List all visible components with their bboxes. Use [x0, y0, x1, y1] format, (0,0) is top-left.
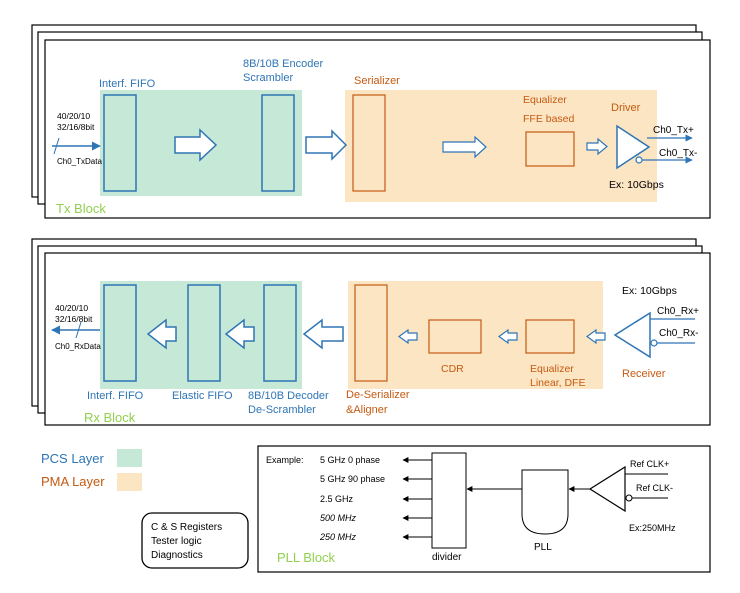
rx-output-bus-slash	[75, 321, 82, 339]
rx-interf-fifo-label: Interf. FIFO	[87, 390, 144, 402]
rx-receiver-label: Receiver	[622, 368, 666, 380]
rx-cdr-box	[428, 319, 482, 354]
tx-encoder-box	[261, 94, 295, 192]
pll-output-2-label: 5 GHz 90 phase	[320, 474, 385, 484]
tx-output-p-label: Ch0_Tx+	[653, 125, 694, 136]
tx-driver-triangle	[616, 124, 651, 170]
registers-box: C & S Registers Tester logic Diagnostics	[141, 512, 249, 569]
pll-box	[521, 469, 569, 535]
tx-serializer-label: Serializer	[354, 75, 400, 87]
rx-arrow-elastic-to-fifo	[146, 318, 177, 350]
tx-equalizer-label-1: Equalizer	[523, 94, 567, 106]
rx-arrow-decoder-to-elastic	[224, 318, 255, 350]
registers-line-3: Diagnostics	[151, 550, 203, 561]
refclk-rate-label: Ex:250MHz	[629, 523, 676, 533]
rx-decoder-label-1: 8B/10B Decoder	[248, 390, 329, 402]
rx-deserializer-label-2: &Aligner	[346, 404, 388, 416]
pll-example-label: Example:	[266, 455, 304, 465]
rx-interf-fifo-box	[103, 284, 137, 382]
rx-equalizer-label-2: Linear, DFE	[530, 377, 585, 389]
rx-receiver-triangle	[613, 311, 651, 359]
pll-output-3-label: 2.5 GHz	[320, 494, 354, 504]
tx-arrow-equalizer-to-driver	[586, 137, 608, 156]
pll-block-label: PLL Block	[277, 550, 336, 565]
rx-elastic-fifo-label: Elastic FIFO	[172, 390, 233, 402]
rx-rate-label: Ex: 10Gbps	[622, 285, 677, 297]
tx-input-bus-slash	[53, 137, 60, 155]
rx-input-n-label: Ch0_Rx-	[659, 328, 698, 339]
tx-arrow-fifo-to-encoder	[174, 128, 218, 162]
refclk-p-label: Ref CLK+	[630, 459, 669, 469]
legend: PCS Layer PMA Layer	[41, 449, 142, 491]
rx-output-signal: Ch0_RxData	[55, 342, 101, 351]
rx-arrow-deserializer-to-decoder	[302, 318, 344, 350]
rx-pma-area	[348, 281, 603, 389]
rx-cdr-label: CDR	[441, 363, 464, 375]
rx-arrow-equalizer-to-cdr	[497, 328, 518, 345]
refclk-buffer-triangle	[588, 465, 626, 513]
pll-label: PLL	[534, 542, 552, 553]
tx-driver-label: Driver	[611, 102, 641, 114]
tx-rate-label: Ex: 10Gbps	[609, 179, 664, 191]
legend-pcs-label: PCS Layer	[41, 451, 105, 466]
legend-pma-swatch	[117, 473, 142, 491]
tx-arrow-encoder-to-serializer	[305, 129, 348, 161]
rx-elastic-fifo-box	[187, 284, 221, 382]
tx-block-label: Tx Block	[56, 201, 106, 216]
registers-frame	[141, 512, 249, 569]
rx-equalizer-box	[525, 319, 575, 354]
rx-block-label: Rx Block	[84, 410, 136, 425]
tx-block: 40/20/10 32/16/8bit Ch0_TxData Interf. F…	[31, 24, 711, 219]
refclk-n-label: Ref CLK-	[636, 483, 673, 493]
tx-interf-fifo-box	[103, 94, 137, 192]
tx-input-widths-1: 40/20/10	[57, 111, 90, 121]
rx-decoder-label-2: De-Scrambler	[248, 404, 316, 416]
tx-arrow-serializer-to-equalizer	[442, 135, 487, 159]
divider-label: divider	[432, 552, 462, 563]
rx-arrow-cdr-to-deserializer	[397, 328, 418, 345]
pll-output-4-label: 500 MHz	[320, 513, 357, 523]
rx-output-widths-2: 32/16/8bit	[55, 314, 93, 324]
tx-equalizer-label-2: FFE based	[523, 113, 575, 125]
tx-encoder-label-2: Scrambler	[243, 72, 293, 84]
rx-arrow-receiver-to-equalizer	[585, 328, 606, 345]
rx-output-widths-1: 40/20/10	[55, 303, 88, 313]
tx-input-widths-2: 32/16/8bit	[57, 122, 95, 132]
rx-decoder-box	[263, 284, 297, 382]
divider-box	[431, 452, 467, 549]
rx-equalizer-label-1: Equalizer	[530, 363, 574, 375]
rx-input-p-label: Ch0_Rx+	[657, 306, 699, 317]
tx-encoder-label-1: 8B/10B Encoder	[243, 58, 323, 70]
tx-input-signal: Ch0_TxData	[57, 157, 102, 166]
pll-block: Example: 5 GHz 0 phase 5 GHz 90 phase 2.…	[257, 445, 711, 573]
tx-interf-fifo-label: Interf. FIFO	[99, 78, 156, 90]
legend-pcs-swatch	[117, 449, 142, 467]
pll-output-1-label: 5 GHz 0 phase	[320, 455, 380, 465]
legend-pma-label: PMA Layer	[41, 474, 105, 489]
tx-equalizer-box	[525, 131, 575, 167]
rx-deserializer-label-1: De-Serializer	[346, 389, 410, 401]
rx-block: 40/20/10 32/16/8bit Ch0_RxData Interf. F…	[31, 238, 711, 426]
pll-output-5-label: 250 MHz	[319, 532, 357, 542]
pll-frame	[257, 445, 711, 573]
rx-receiver-inversion-bubble	[650, 339, 658, 347]
tx-output-n-label: Ch0_Tx-	[659, 148, 697, 159]
rx-deserializer-box	[354, 284, 388, 382]
registers-line-1: C & S Registers	[151, 522, 222, 533]
rx-pcs-area	[100, 281, 302, 389]
refclk-inversion-bubble	[625, 494, 633, 502]
tx-serializer-box	[352, 94, 386, 192]
registers-line-2: Tester logic	[151, 536, 202, 547]
tx-driver-inversion-bubble	[635, 156, 643, 164]
